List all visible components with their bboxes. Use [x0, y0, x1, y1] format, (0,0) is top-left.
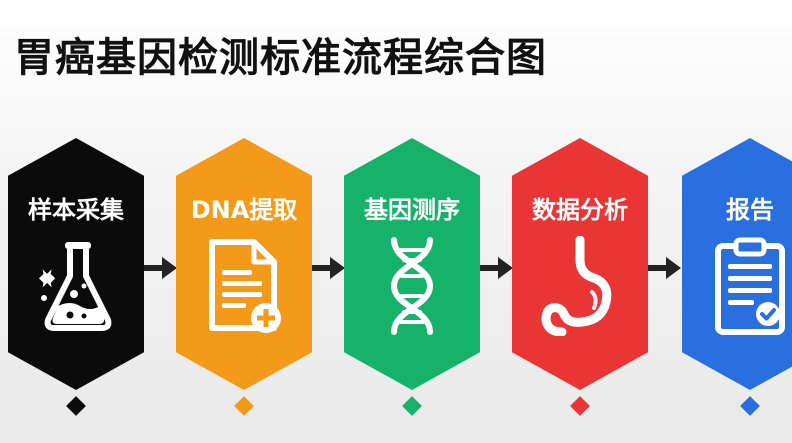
step-marker-diamond — [234, 396, 254, 416]
step-marker-diamond — [402, 396, 422, 416]
step-dna-extraction: DNA提取 — [176, 138, 312, 390]
step-label: 报告 — [726, 196, 774, 224]
step-label: 数据分析 — [532, 196, 628, 224]
arrow-right-icon — [648, 257, 681, 279]
step-label: 样本采集 — [28, 196, 124, 224]
step-marker-diamond — [570, 396, 590, 416]
step-label: DNA提取 — [190, 196, 298, 224]
arrow-right-icon — [480, 257, 513, 279]
clipboard-check-icon — [715, 237, 785, 335]
step-marker-diamond — [66, 396, 86, 416]
dna-helix-icon — [390, 237, 434, 335]
step-report: 报告 — [682, 138, 792, 390]
page-title: 胃癌基因检测标准流程综合图 — [14, 35, 547, 81]
arrow-right-icon — [312, 257, 345, 279]
stomach-icon — [541, 236, 612, 336]
step-data-analysis: 数据分析 — [512, 138, 648, 390]
step-gene-sequencing: 基因测序 — [344, 138, 480, 390]
flask-icon — [39, 242, 112, 331]
document-plus-icon — [209, 239, 281, 333]
step-marker-diamond — [740, 396, 760, 416]
step-sample-collection: 样本采集 — [8, 138, 144, 390]
step-label: 基因测序 — [364, 196, 460, 224]
arrow-right-icon — [144, 257, 177, 279]
